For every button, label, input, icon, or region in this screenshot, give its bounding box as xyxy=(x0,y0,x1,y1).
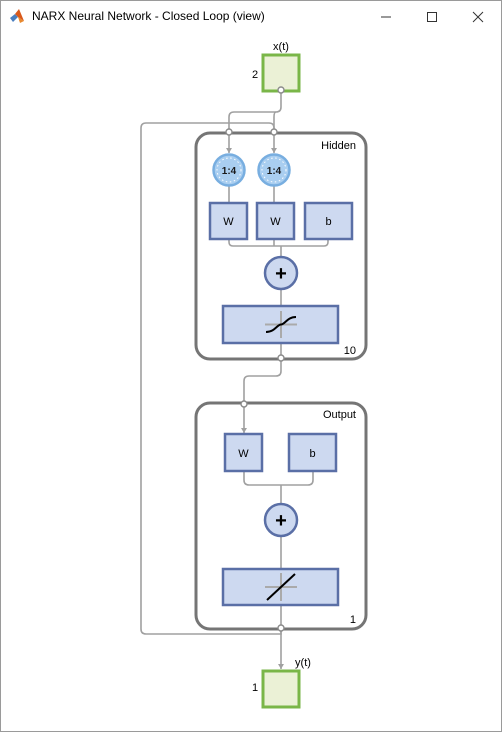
delay-label: 1:4 xyxy=(267,166,282,177)
output-label: y(t) xyxy=(295,657,311,669)
delay-clock-icon[interactable]: 1:4 xyxy=(257,153,291,187)
output-node[interactable] xyxy=(261,669,301,709)
hidden-layer-title: Hidden xyxy=(321,140,356,152)
maximize-icon xyxy=(427,11,437,22)
bias-label: b xyxy=(325,216,331,228)
wire-arrowheads xyxy=(226,148,284,669)
weight-block[interactable] xyxy=(208,201,249,241)
sum-symbol: + xyxy=(275,510,287,532)
tansig-curve-icon xyxy=(265,311,297,338)
bias-block[interactable] xyxy=(303,201,354,241)
bias-block[interactable] xyxy=(287,432,338,473)
output-layer-title: Output xyxy=(323,409,356,421)
delay-label: 1:4 xyxy=(222,166,237,177)
matlab-logo-icon xyxy=(10,9,24,23)
weight-label: W xyxy=(270,216,281,228)
minimize-icon xyxy=(381,16,391,17)
sum-node[interactable] xyxy=(263,502,299,538)
weight-block[interactable] xyxy=(223,432,264,473)
sum-symbol: + xyxy=(275,263,287,285)
output-size: 1 xyxy=(252,682,258,694)
purelin-line-icon xyxy=(265,573,297,601)
close-button[interactable] xyxy=(455,1,501,32)
delay-clock-icon[interactable]: 1:4 xyxy=(212,153,246,187)
maximize-button[interactable] xyxy=(409,1,455,32)
bias-label: b xyxy=(309,448,315,460)
hidden-layer-size: 10 xyxy=(344,345,356,357)
junction-dots xyxy=(225,86,285,632)
input-size: 2 xyxy=(252,69,258,81)
weight-block[interactable] xyxy=(255,201,296,241)
sum-node[interactable] xyxy=(263,255,299,291)
output-layer-size: 1 xyxy=(350,614,356,626)
input-label: x(t) xyxy=(273,41,289,53)
weight-label: W xyxy=(223,216,234,228)
close-icon xyxy=(472,11,484,22)
network-diagram: x(t) 2 Hidden 10 1:4 1:4 W W b + xyxy=(140,41,368,709)
title-bar[interactable]: NARX Neural Network - Closed Loop (view) xyxy=(1,1,501,32)
minimize-button[interactable] xyxy=(363,1,409,32)
window-title: NARX Neural Network - Closed Loop (view) xyxy=(32,9,265,23)
input-node[interactable] xyxy=(261,53,301,93)
weight-label: W xyxy=(238,448,249,460)
